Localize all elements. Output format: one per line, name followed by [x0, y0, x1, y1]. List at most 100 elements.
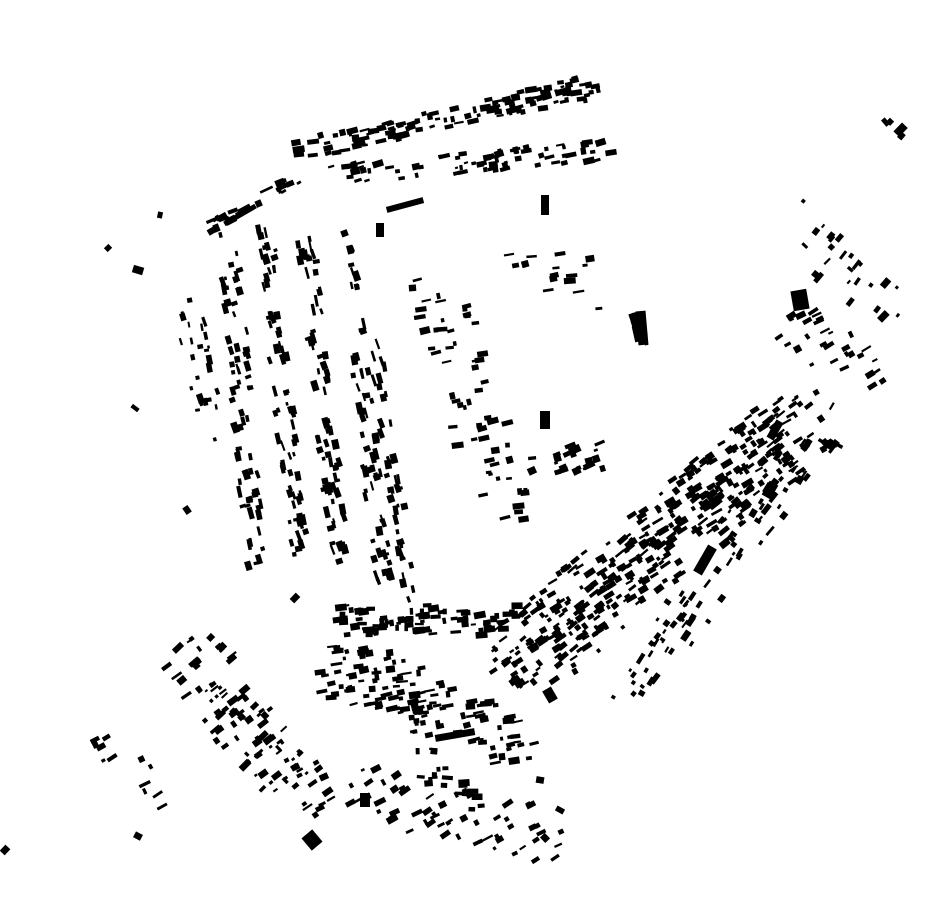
building: [445, 690, 451, 698]
building: [529, 100, 537, 107]
building: [369, 397, 375, 405]
building: [322, 483, 331, 495]
building: [505, 741, 516, 748]
building: [494, 155, 500, 164]
building: [879, 277, 892, 290]
building: [357, 607, 370, 616]
building: [225, 285, 230, 291]
building: [436, 766, 441, 772]
building: [558, 463, 567, 470]
building: [296, 772, 303, 779]
building: [358, 679, 365, 683]
building: [508, 756, 521, 766]
building: [366, 606, 376, 612]
building: [527, 456, 537, 461]
building: [254, 470, 261, 479]
building: [763, 468, 768, 473]
building: [348, 607, 354, 614]
building: [188, 635, 195, 642]
building: [450, 616, 458, 621]
building: [95, 742, 107, 752]
building: [291, 500, 297, 509]
building: [374, 338, 381, 350]
building: [280, 459, 287, 471]
building: [362, 491, 369, 502]
building: [257, 498, 264, 510]
building: [577, 600, 591, 612]
building: [605, 148, 617, 157]
building: [717, 593, 727, 604]
building: [675, 515, 689, 528]
building: [608, 562, 614, 569]
building: [310, 328, 317, 334]
building: [180, 690, 192, 700]
building: [359, 368, 364, 377]
building: [233, 384, 241, 390]
building: [427, 346, 436, 351]
building: [552, 266, 560, 270]
building: [468, 736, 481, 743]
building: [316, 131, 325, 140]
building: [294, 470, 302, 482]
building: [605, 597, 614, 605]
building: [565, 273, 578, 278]
building: [287, 468, 294, 477]
building: [697, 516, 709, 527]
building: [750, 420, 758, 428]
building: [340, 229, 349, 238]
building: [461, 790, 474, 797]
building: [275, 329, 283, 339]
building: [323, 438, 330, 448]
building: [880, 117, 891, 127]
building: [750, 427, 757, 436]
building: [555, 598, 561, 603]
building: [651, 539, 664, 551]
building: [429, 124, 436, 129]
building: [610, 601, 620, 611]
building: [392, 675, 404, 682]
building: [586, 612, 595, 621]
building: [623, 542, 636, 554]
building: [171, 671, 183, 681]
building: [290, 762, 301, 772]
building: [302, 249, 309, 261]
building: [503, 816, 510, 823]
building: [473, 610, 487, 620]
building: [236, 286, 242, 294]
building: [514, 645, 520, 651]
building: [465, 398, 472, 406]
building: [375, 577, 382, 586]
building: [237, 713, 245, 722]
building: [655, 617, 660, 622]
building: [468, 806, 476, 812]
building: [409, 682, 416, 687]
building: [502, 716, 515, 725]
building: [423, 688, 436, 693]
building: [292, 145, 306, 154]
building: [501, 419, 514, 427]
building: [332, 472, 339, 483]
building: [272, 787, 279, 793]
building: [794, 474, 805, 486]
building: [398, 578, 408, 589]
building: [402, 130, 409, 138]
building: [897, 131, 906, 141]
building: [725, 470, 733, 477]
building: [356, 647, 370, 657]
building: [784, 430, 791, 437]
building: [438, 152, 451, 160]
building: [396, 688, 406, 696]
building: [786, 460, 796, 469]
building: [296, 180, 302, 186]
building: [572, 570, 580, 577]
building: [526, 643, 534, 650]
building: [735, 547, 744, 558]
building: [555, 569, 563, 578]
building: [311, 344, 315, 351]
building: [706, 482, 717, 491]
building: [638, 533, 647, 540]
building: [234, 250, 239, 257]
building: [894, 285, 899, 290]
building: [749, 405, 760, 415]
building: [324, 450, 332, 459]
